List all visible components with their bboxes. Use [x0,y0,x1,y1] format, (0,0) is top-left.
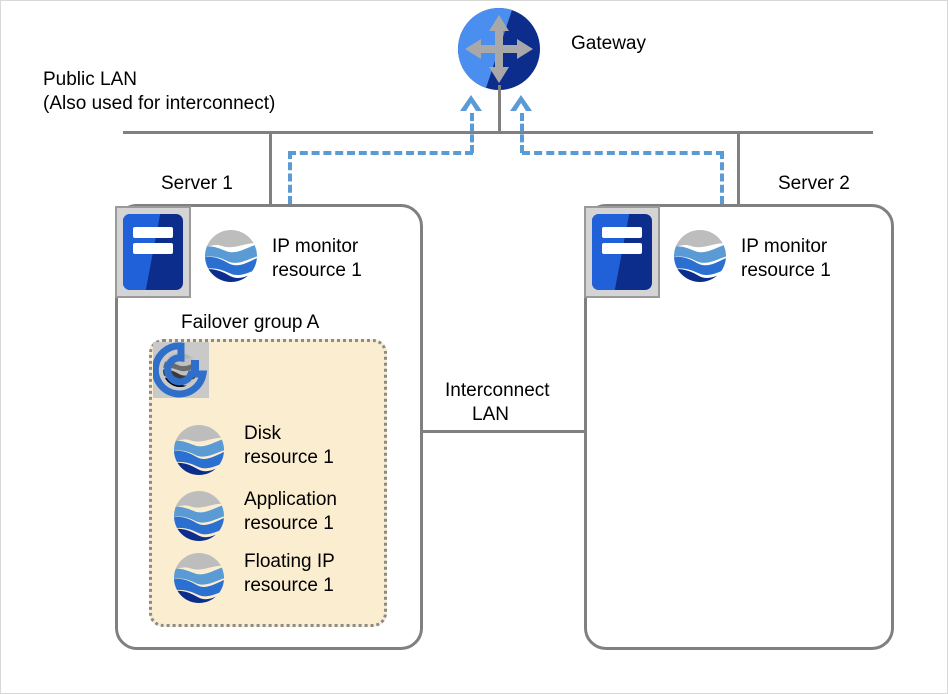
public-lan-drop-server1 [269,131,272,206]
server-2-title: Server 2 [778,173,850,194]
disk-resource-globe-icon [173,424,225,476]
application-resource-label-line2: resource 1 [244,513,334,534]
application-resource-label-line1: Application [244,489,337,510]
server-1-ip-monitor-globe-icon [204,229,258,283]
gateway-label: Gateway [571,33,646,54]
public-lan-drop-server2 [737,131,740,206]
gateway-drop-line [498,85,501,133]
server-1-ip-monitor-label-line2: resource 1 [272,260,362,281]
ip-monitor-path-server2-horizontal [522,151,724,155]
floating-ip-resource-label-line2: resource 1 [244,575,334,596]
ip-monitor-arrow-server2 [509,95,533,119]
server-2-tower-icon [584,206,660,298]
server-1-tower-icon [115,206,191,298]
application-resource-globe-icon [173,490,225,542]
failover-group-a-title: Failover group A [181,312,320,333]
public-lan-bus-line [123,131,873,134]
floating-ip-resource-label-line1: Floating IP [244,551,335,572]
server-1-ip-monitor-label-line1: IP monitor [272,236,359,257]
server-2-ip-monitor-label-line2: resource 1 [741,260,831,281]
ip-monitor-path-server1-horizontal [288,151,473,155]
ip-monitor-path-server2-riser [520,113,524,153]
server-2-ip-monitor-label-line1: IP monitor [741,236,828,257]
ip-monitor-path-server1-vertical [288,151,292,204]
ip-monitor-path-server1-riser [470,113,474,153]
disk-resource-label-line2: resource 1 [244,447,334,468]
public-lan-label-line1: Public LAN [43,69,137,90]
disk-resource-label-line1: Disk [244,423,281,444]
interconnect-lan-label-line1: Interconnect [445,380,550,401]
failover-group-icon [151,342,209,398]
gateway-router-icon [457,7,541,91]
server-1-title: Server 1 [161,173,233,194]
floating-ip-resource-globe-icon [173,552,225,604]
ip-monitor-path-server2-vertical [720,151,724,204]
ip-monitor-arrow-server1 [459,95,483,119]
interconnect-lan-label-line2: LAN [472,404,509,425]
server-2-ip-monitor-globe-icon [673,229,727,283]
interconnect-lan-line [420,430,588,433]
public-lan-label-line2: (Also used for interconnect) [43,93,276,114]
